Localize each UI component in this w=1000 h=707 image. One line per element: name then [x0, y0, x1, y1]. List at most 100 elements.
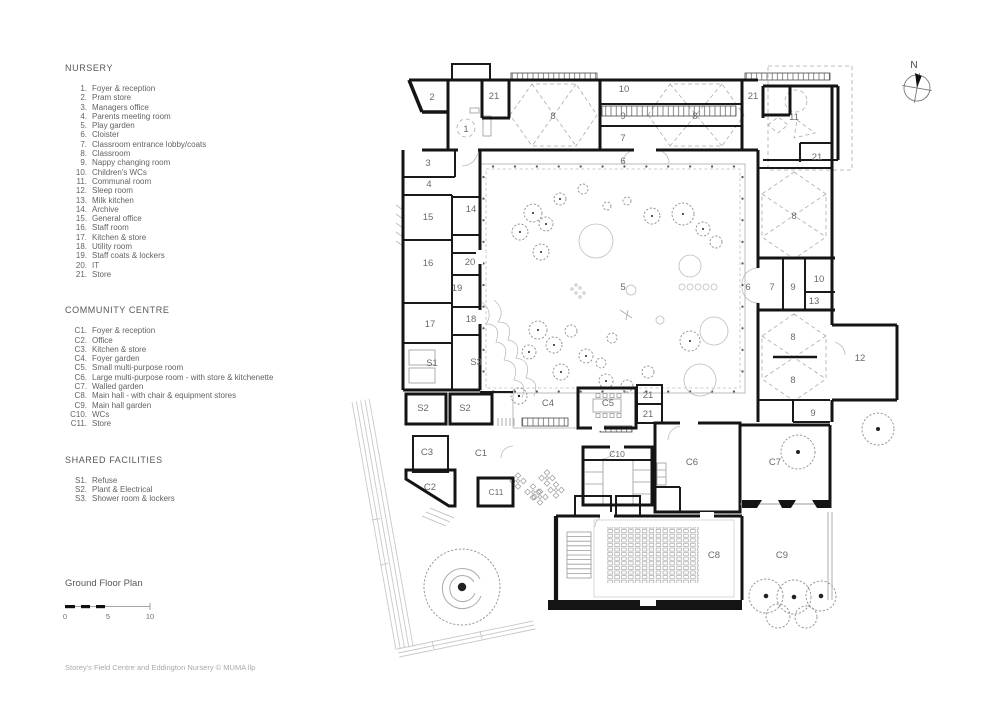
- legend-item-label: Shower room & lockers: [92, 494, 175, 504]
- legend-item-number: C11.: [70, 419, 87, 429]
- legend-item-label: Kitchen & store: [92, 344, 147, 354]
- room-label: 8: [692, 111, 697, 122]
- room-label: 13: [809, 296, 820, 307]
- legend-item-label: Children's WCs: [92, 167, 147, 177]
- legend-item-number: C2.: [74, 335, 87, 345]
- legend-item: C7.Walled garden: [65, 382, 335, 391]
- scale-tick-10: 10: [146, 612, 154, 621]
- legend-item: 2. Pram store: [65, 93, 335, 102]
- legend-item-number: 13.: [75, 195, 87, 205]
- room-label: 2: [429, 92, 434, 103]
- legend-item-label: Foyer garden: [92, 354, 140, 364]
- main-hall-chairs: [607, 527, 699, 583]
- legend-item-label: Main hall garden: [92, 400, 152, 410]
- legend-item: C9.Main hall garden: [65, 401, 335, 410]
- legend-item-number: C5.: [74, 363, 87, 373]
- room-label: C5: [602, 398, 614, 409]
- legend-item-number: 10.: [75, 167, 87, 177]
- legend-item: 14.Archive: [65, 205, 335, 214]
- room-label: C6: [686, 457, 698, 468]
- room-label: 21: [643, 409, 654, 420]
- legend-item: 21.Store: [65, 270, 335, 279]
- room-label: 9: [790, 282, 795, 293]
- legend-item-number: 5.: [80, 121, 87, 131]
- room-label: 21: [489, 91, 500, 102]
- legend-item-number: 6.: [80, 130, 87, 140]
- legend-item-number: 18.: [75, 242, 87, 252]
- legend-item: 17. Kitchen & store: [65, 233, 335, 242]
- legend-item-label: Pram store: [92, 93, 132, 103]
- legend-item-label: Walled garden: [92, 382, 144, 392]
- legend-item: 20.IT: [65, 261, 335, 270]
- room-label: C3: [421, 447, 433, 458]
- legend-item-number: 16.: [75, 223, 87, 233]
- legend-item-label: Small multi-purpose room: [92, 363, 184, 373]
- room-label: 11: [789, 112, 799, 123]
- legend-item-number: S2.: [74, 484, 87, 494]
- legend-item: C2.Office: [65, 336, 335, 345]
- legend-item-number: C3.: [74, 344, 87, 354]
- legend-item: 3.Managers office: [65, 103, 335, 112]
- legend-item: 10. Children's WCs: [65, 168, 335, 177]
- room-label: 12: [855, 353, 866, 364]
- plaza-tree-bench: [441, 568, 482, 610]
- legend-item-number: 7.: [80, 139, 87, 149]
- legend-item-label: Store: [92, 419, 112, 429]
- scale-tick-5: 5: [106, 612, 110, 621]
- legend-item-label: WCs: [92, 409, 110, 419]
- legend-item: 11.Communal room: [65, 177, 335, 186]
- legend-item-label: Large multi-purpose room - with store & …: [92, 372, 274, 382]
- room-label: 10: [619, 84, 630, 95]
- room-label: 14: [466, 204, 477, 215]
- legend-item: C11. Store: [65, 419, 335, 428]
- room-label: C11: [489, 487, 504, 497]
- legend-item-number: S1.: [74, 475, 87, 485]
- room-label: 18: [466, 314, 477, 325]
- legend-item-number: 2.: [80, 93, 87, 103]
- legend-item: 5.Play garden: [65, 121, 335, 130]
- legend-item: C4. Foyer garden: [65, 354, 335, 363]
- legend-item: C5. Small multi-purpose room: [65, 363, 335, 372]
- legend-item-number: C1.: [74, 326, 87, 336]
- legend-item-label: General office: [92, 214, 142, 224]
- legend-item-label: Kitchen & store: [92, 232, 147, 242]
- legend-item: C6.Large multi-purpose room - with store…: [65, 373, 335, 382]
- room-label: 7: [620, 133, 625, 144]
- legend-item-number: 20.: [75, 260, 87, 270]
- legend-item-label: Communal room: [92, 176, 152, 186]
- legend-item: C8.Main hall - with chair & equipment st…: [65, 391, 335, 400]
- legend-item-number: C4.: [74, 354, 87, 364]
- legend-item-label: Utility room: [92, 242, 133, 252]
- room-label: C10: [609, 449, 625, 459]
- legend-item-label: Plant & Electrical: [92, 484, 153, 494]
- room-label: 6: [620, 156, 625, 167]
- cafe-tables: [509, 469, 565, 506]
- legend-section-title: NURSERY: [65, 63, 114, 73]
- legend-item-number: 14.: [75, 204, 87, 214]
- legend-item-label: Managers office: [92, 102, 149, 112]
- tree-centers: [457, 198, 880, 600]
- room-label: 8: [550, 111, 555, 122]
- legend-item-label: Staff room: [92, 223, 129, 233]
- legend-item-number: 17.: [75, 232, 87, 242]
- room-label: 8: [790, 332, 795, 343]
- legend-item-number: 8.: [80, 149, 87, 159]
- legend-item-number: 1.: [80, 84, 87, 93]
- legend-item-label: Cloister: [92, 130, 120, 140]
- room-label: 4: [426, 179, 431, 190]
- room-label: C1: [475, 448, 487, 459]
- legend-item: 13.Milk kitchen: [65, 196, 335, 205]
- legend-item-label: Foyer & reception: [92, 84, 156, 93]
- legend-item: 8.Classroom: [65, 149, 335, 158]
- room-label: C9: [776, 550, 788, 561]
- legend-item: 18. Utility room: [65, 242, 335, 251]
- legend-item: C10.WCs: [65, 410, 335, 419]
- legend-item: S2. Plant & Electrical: [65, 485, 335, 494]
- legend-item: 19.Staff coats & lockers: [65, 251, 335, 260]
- room-label: 15: [423, 212, 434, 223]
